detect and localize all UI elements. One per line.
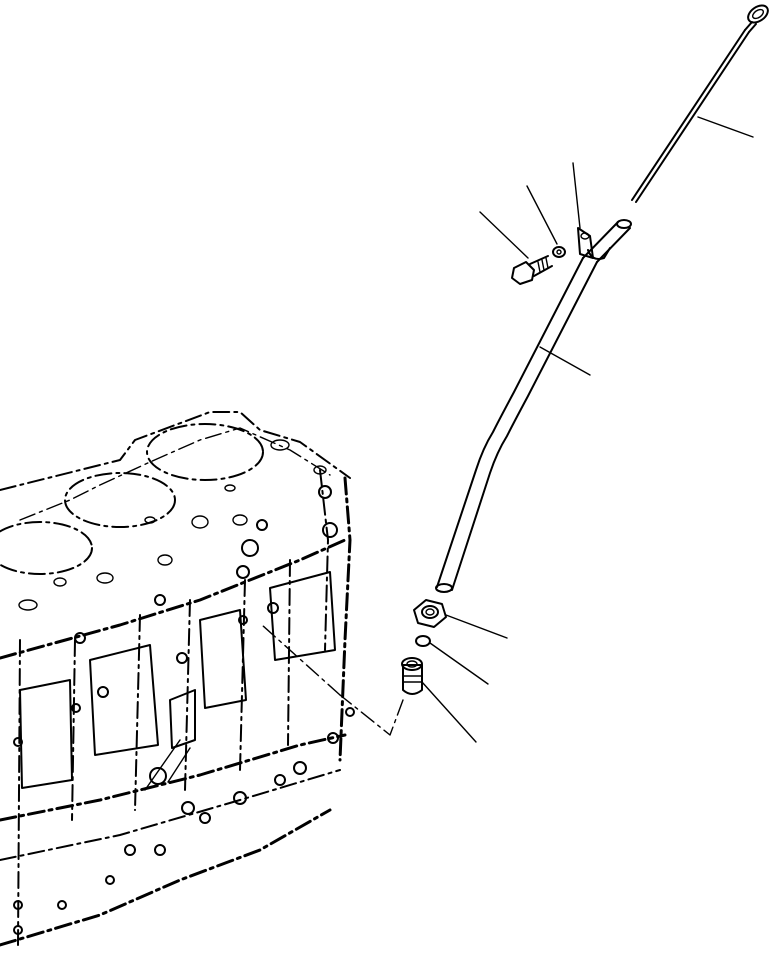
- tube-connector[interactable]: [401, 657, 423, 695]
- mounting-bolt[interactable]: [511, 255, 553, 285]
- engine-block: [0, 411, 355, 947]
- o-ring[interactable]: [415, 635, 431, 647]
- tube-nut[interactable]: [413, 599, 447, 628]
- leader-tube-connector: [421, 681, 477, 743]
- assembly-centerline: [339, 694, 404, 736]
- leader-lines: [421, 116, 754, 743]
- dipstick-gauge[interactable]: [631, 2, 771, 203]
- deck-holes: [18, 439, 327, 611]
- assembly-centerline-ext: [261, 624, 341, 696]
- block-bosses: [13, 485, 355, 935]
- leader-tube-nut: [445, 614, 508, 639]
- leader-mounting-bolt: [479, 211, 529, 259]
- leader-guide-tube: [539, 346, 591, 376]
- dipstick-guide-tube[interactable]: [435, 219, 632, 593]
- leader-dipstick-gauge: [697, 116, 754, 138]
- leader-mounting-bracket: [572, 162, 581, 229]
- leader-washer: [526, 185, 558, 245]
- washer[interactable]: [552, 246, 566, 258]
- mounting-bracket[interactable]: [577, 227, 594, 259]
- leader-o-ring: [429, 642, 489, 685]
